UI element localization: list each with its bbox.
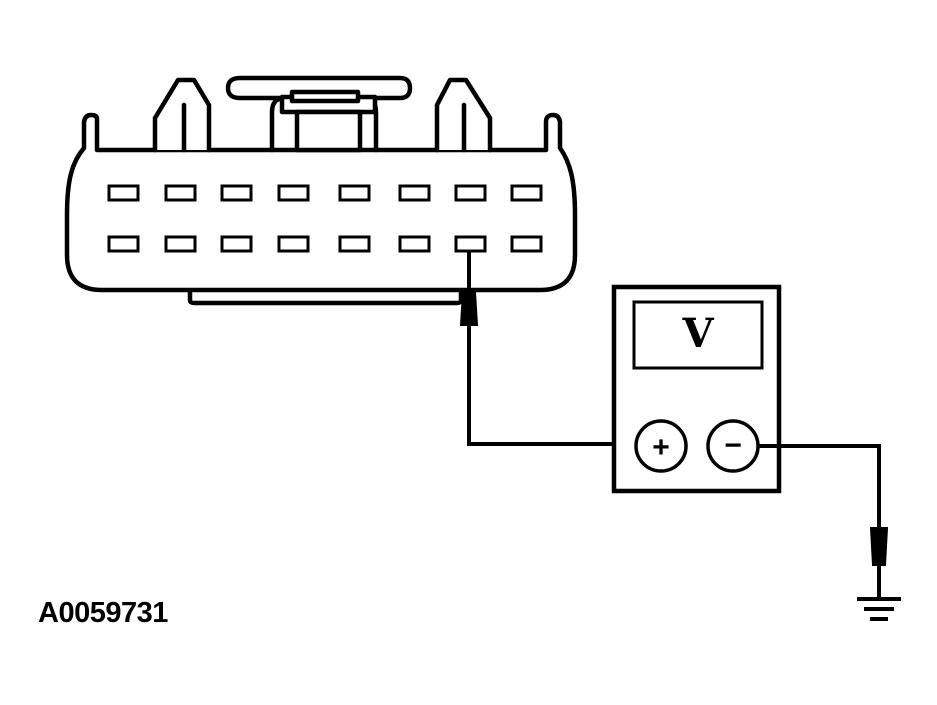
ground-icon (857, 597, 901, 621)
connector-pin-cavity (510, 235, 543, 253)
positive-test-lead (459, 250, 637, 446)
connector-pin-cavity (277, 184, 310, 202)
connector-pin-cavity (510, 184, 543, 202)
connector-pin-cavity (454, 184, 487, 202)
connector-pin-cavity (164, 184, 197, 202)
negative-terminal-sign: − (724, 429, 742, 462)
connector-pin-cavity (277, 235, 310, 253)
connector-pin-grid (107, 184, 543, 253)
connector-pin-cavity (220, 184, 253, 202)
connector-pin-cavity (398, 235, 431, 253)
connector-pin-cavity (454, 235, 487, 253)
multimeter-display (632, 300, 764, 370)
ground-probe-body (869, 527, 889, 566)
negative-test-lead (758, 444, 889, 598)
negative-lead-wire (758, 444, 881, 528)
connector-release-cap (289, 89, 361, 104)
positive-terminal-sign: + (652, 431, 670, 464)
connector-pin-cavity (164, 235, 197, 253)
connector-pin-cavity (107, 235, 140, 253)
positive-terminal (634, 419, 688, 473)
connector (64, 75, 578, 306)
connector-pin-cavity (338, 235, 371, 253)
multimeter-display-symbol: V (681, 310, 714, 357)
connector-release-stem (294, 109, 363, 153)
figure-id-label: A0059731 (38, 597, 168, 629)
positive-lead-wire (467, 325, 637, 446)
connector-pin-cavity (398, 184, 431, 202)
probe-body (459, 291, 479, 326)
connector-pin-cavity (338, 184, 371, 202)
connector-pin-cavity (107, 184, 140, 202)
connector-pin-cavity (220, 235, 253, 253)
multimeter: V + − (611, 284, 782, 494)
